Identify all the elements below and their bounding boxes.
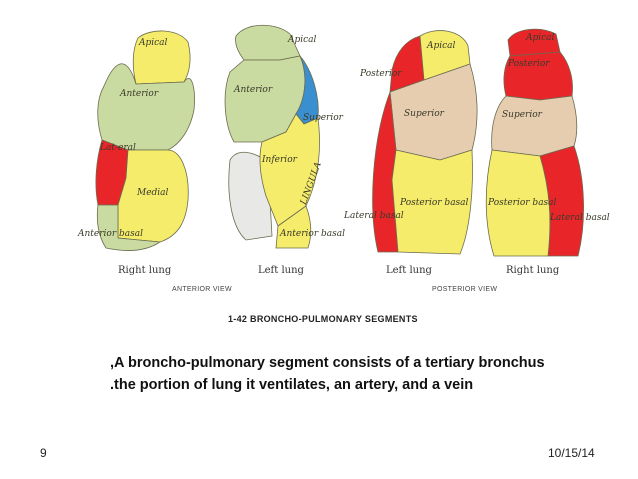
segment-apical (507, 28, 561, 57)
label-inferior: Inferior (261, 155, 298, 165)
segment-posterior-basal (485, 149, 551, 257)
label-anterior-basal: Anterior basal (77, 229, 143, 239)
label-superior: Superior (502, 110, 543, 120)
caption-right-lung-anterior: Right lung (118, 265, 172, 276)
slide-date: 10/15/14 (548, 446, 595, 460)
label-anterior: Anterior (119, 89, 159, 99)
label-apical: Apical (138, 38, 168, 48)
right-lung-anterior: Apical Anterior Lat-eral Medial Anterior… (77, 30, 195, 251)
segment-inferior (259, 113, 320, 227)
label-lateral-basal: Lateral basal (343, 211, 404, 221)
label-medial: Medial (136, 188, 169, 198)
label-anterior-basal: Anterior basal (279, 229, 345, 239)
caption-left-lung-posterior: Left lung (386, 265, 433, 276)
segment-posterior-basal (391, 149, 473, 255)
segment-anterior-basal (96, 204, 162, 251)
segment-lateral-basal (372, 91, 399, 253)
label-apical: Apical (426, 41, 456, 51)
label-superior: Superior (303, 113, 344, 123)
label-lateral: Lat-eral (99, 143, 136, 153)
left-lung-anterior: Apical Anterior Superior Inferior LINGUL… (224, 24, 345, 249)
bronchopulmonary-segments-figure: Apical Anterior Lat-eral Medial Anterior… (77, 24, 610, 324)
caption-left-lung-anterior: Left lung (258, 265, 305, 276)
segment-anterior-basal (275, 205, 312, 249)
posterior-view-label: POSTERIOR VIEW (432, 286, 497, 293)
label-apical: Apical (525, 33, 555, 43)
figure-title: 1-42 BRONCHO-PULMONARY SEGMENTS (228, 314, 418, 324)
segment-apical (132, 30, 191, 85)
label-lateral-basal: Lateral basal (549, 213, 610, 223)
body-text-line-2: .the portion of lung it ventilates, an a… (110, 377, 474, 393)
body-text-line-1: ,A broncho-pulmonary segment consists of… (110, 355, 545, 371)
left-lung-posterior: Posterior Apical Superior Posterior basa… (343, 30, 478, 255)
slide-number: 9 (40, 446, 47, 460)
body-text: ,A broncho-pulmonary segment consists of… (110, 352, 610, 396)
right-lung-posterior: Apical Posterior Superior Posterior basa… (485, 28, 610, 257)
label-anterior: Anterior (233, 85, 273, 95)
segment-superior (491, 95, 578, 157)
label-posterior: Posterior (507, 59, 550, 69)
label-posterior-basal: Posterior basal (399, 198, 469, 208)
label-apical: Apical (287, 35, 317, 45)
label-posterior: Posterior (359, 69, 402, 79)
caption-right-lung-posterior: Right lung (506, 265, 560, 276)
label-superior: Superior (404, 109, 445, 119)
anterior-view-label: ANTERIOR VIEW (172, 286, 232, 293)
segment-apical (419, 30, 471, 81)
label-posterior-basal: Posterior basal (487, 198, 557, 208)
